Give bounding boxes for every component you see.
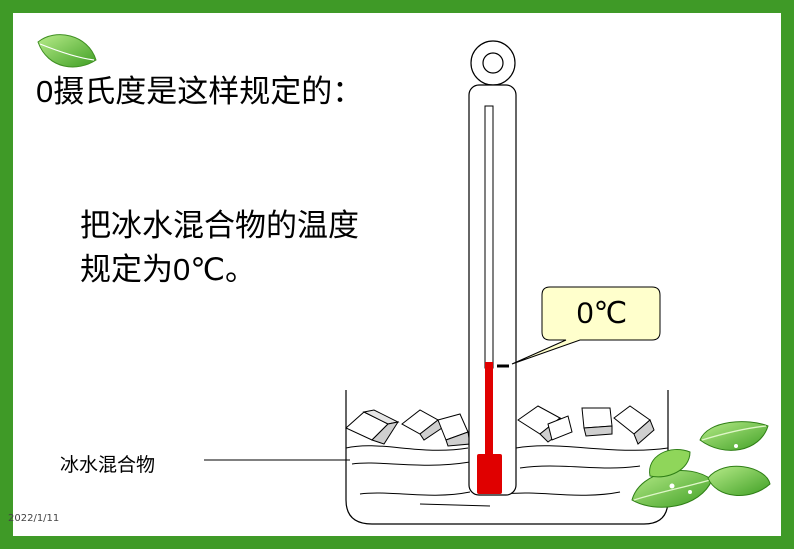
ice-cube [581,407,613,437]
description-line-2: 规定为0℃。 [80,252,257,287]
mercury-bulb [477,454,502,494]
ice-cube [401,409,443,441]
ice-cube [345,409,400,445]
callout-label: 0℃ [576,297,628,330]
mixture-label: 冰水混合物 [60,455,156,476]
leaf-icon [37,34,97,68]
mercury-column [485,362,493,458]
ice-cubes [345,405,655,447]
slide-title: 0摄氏度是这样规定的： [36,74,364,109]
callout-bubble [511,286,661,365]
ice-cube [613,405,655,445]
beaker [345,390,669,525]
leaves-icon [631,421,771,508]
ice-cube [437,413,471,447]
description-line-1: 把冰水混合物的温度 [80,208,359,243]
thermometer-capillary [484,105,494,369]
date-label: 2022/1/11 [8,513,60,524]
thermometer [468,40,517,496]
ice-cube [517,405,573,443]
water-surface [345,445,669,507]
